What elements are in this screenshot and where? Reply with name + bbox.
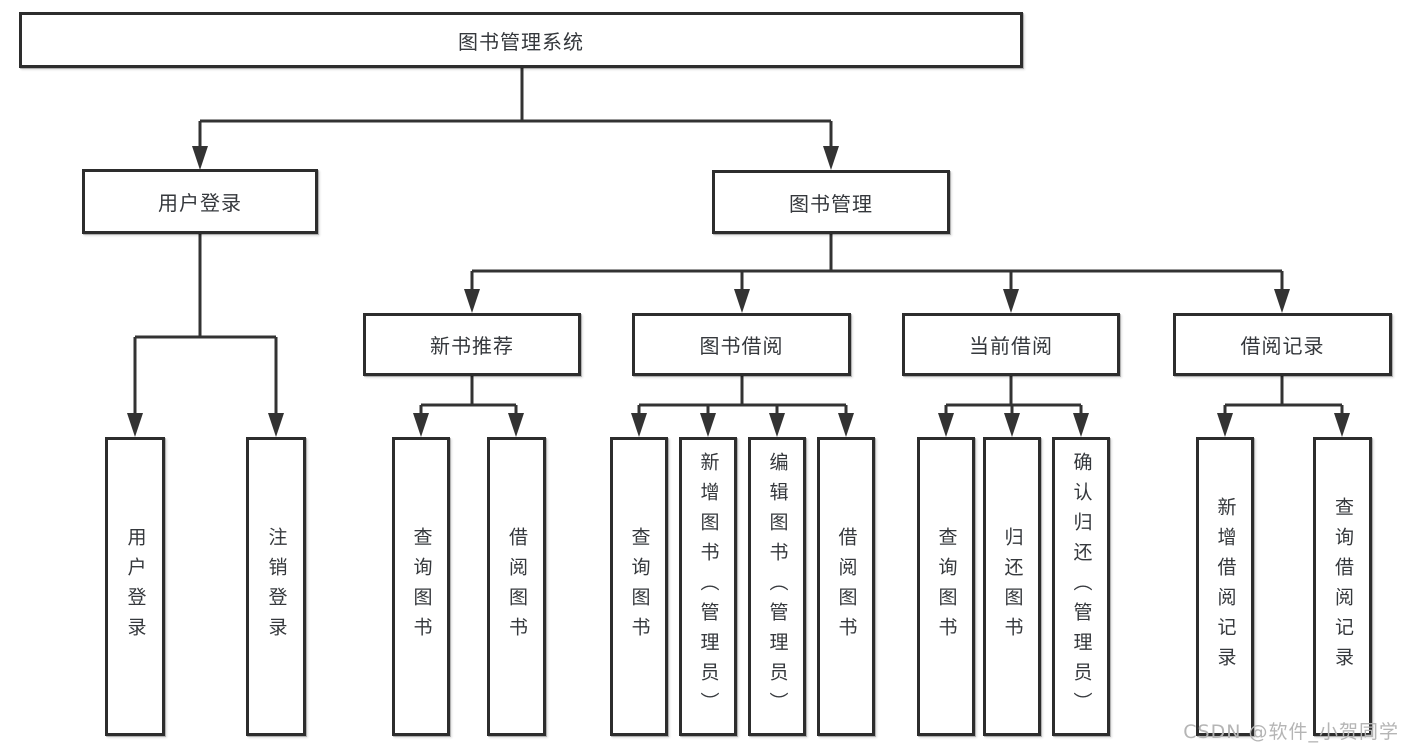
node-new-book-recommendation: 新书推荐: [363, 313, 581, 376]
arrowhead-icons: [127, 146, 1350, 437]
node-label: 归还图书: [1001, 526, 1024, 647]
node-label: 查询图书: [410, 526, 433, 647]
node-label: 查询图书: [628, 526, 651, 647]
leaf-logout: 注销登录: [246, 437, 306, 736]
node-book-management: 图书管理: [712, 170, 950, 234]
node-label: 编辑图书（管理员）: [766, 451, 789, 722]
node-label: 借阅记录: [1240, 334, 1325, 358]
node-label: 图书管理系统: [458, 29, 584, 54]
node-label: 用户登录: [124, 526, 147, 647]
node-label: 新增图书（管理员）: [697, 451, 720, 722]
node-book-borrowing: 图书借阅: [632, 313, 851, 376]
leaf-add-books-admin: 新增图书（管理员）: [679, 437, 737, 736]
node-label: 注销登录: [265, 526, 288, 647]
node-label: 查询借阅记录: [1332, 496, 1354, 677]
node-label: 图书管理: [789, 191, 873, 216]
node-label: 借阅图书: [506, 526, 528, 647]
leaf-query-books-2: 查询图书: [610, 437, 668, 736]
leaf-borrow-books-2: 借阅图书: [817, 437, 875, 736]
leaf-query-books-3: 查询图书: [917, 437, 975, 736]
node-borrowing-records: 借阅记录: [1173, 313, 1392, 376]
csdn-watermark: CSDN @软件_小贺同学: [1183, 721, 1399, 743]
node-label: 新书推荐: [430, 334, 514, 358]
node-label: 借阅图书: [835, 526, 858, 647]
node-current-borrowing: 当前借阅: [902, 313, 1120, 376]
node-label: 图书借阅: [699, 334, 784, 358]
leaf-edit-books-admin: 编辑图书（管理员）: [748, 437, 806, 736]
leaf-confirm-return-admin: 确认归还（管理员）: [1052, 437, 1110, 736]
leaf-add-borrow-record: 新增借阅记录: [1196, 437, 1254, 736]
node-label: 用户登录: [158, 191, 242, 215]
node-label: 新增借阅记录: [1214, 496, 1237, 677]
leaf-borrow-books-1: 借阅图书: [487, 437, 546, 736]
leaf-user-login: 用户登录: [105, 437, 165, 736]
leaf-return-books: 归还图书: [983, 437, 1041, 736]
node-user-login: 用户登录: [82, 169, 318, 234]
node-label: 确认归还（管理员）: [1070, 451, 1093, 722]
node-library-management-system: 图书管理系统: [19, 12, 1023, 68]
node-label: 当前借阅: [969, 334, 1053, 358]
leaf-query-borrow-record: 查询借阅记录: [1313, 437, 1372, 736]
node-label: 查询图书: [935, 526, 958, 647]
leaf-query-books-1: 查询图书: [392, 437, 450, 736]
